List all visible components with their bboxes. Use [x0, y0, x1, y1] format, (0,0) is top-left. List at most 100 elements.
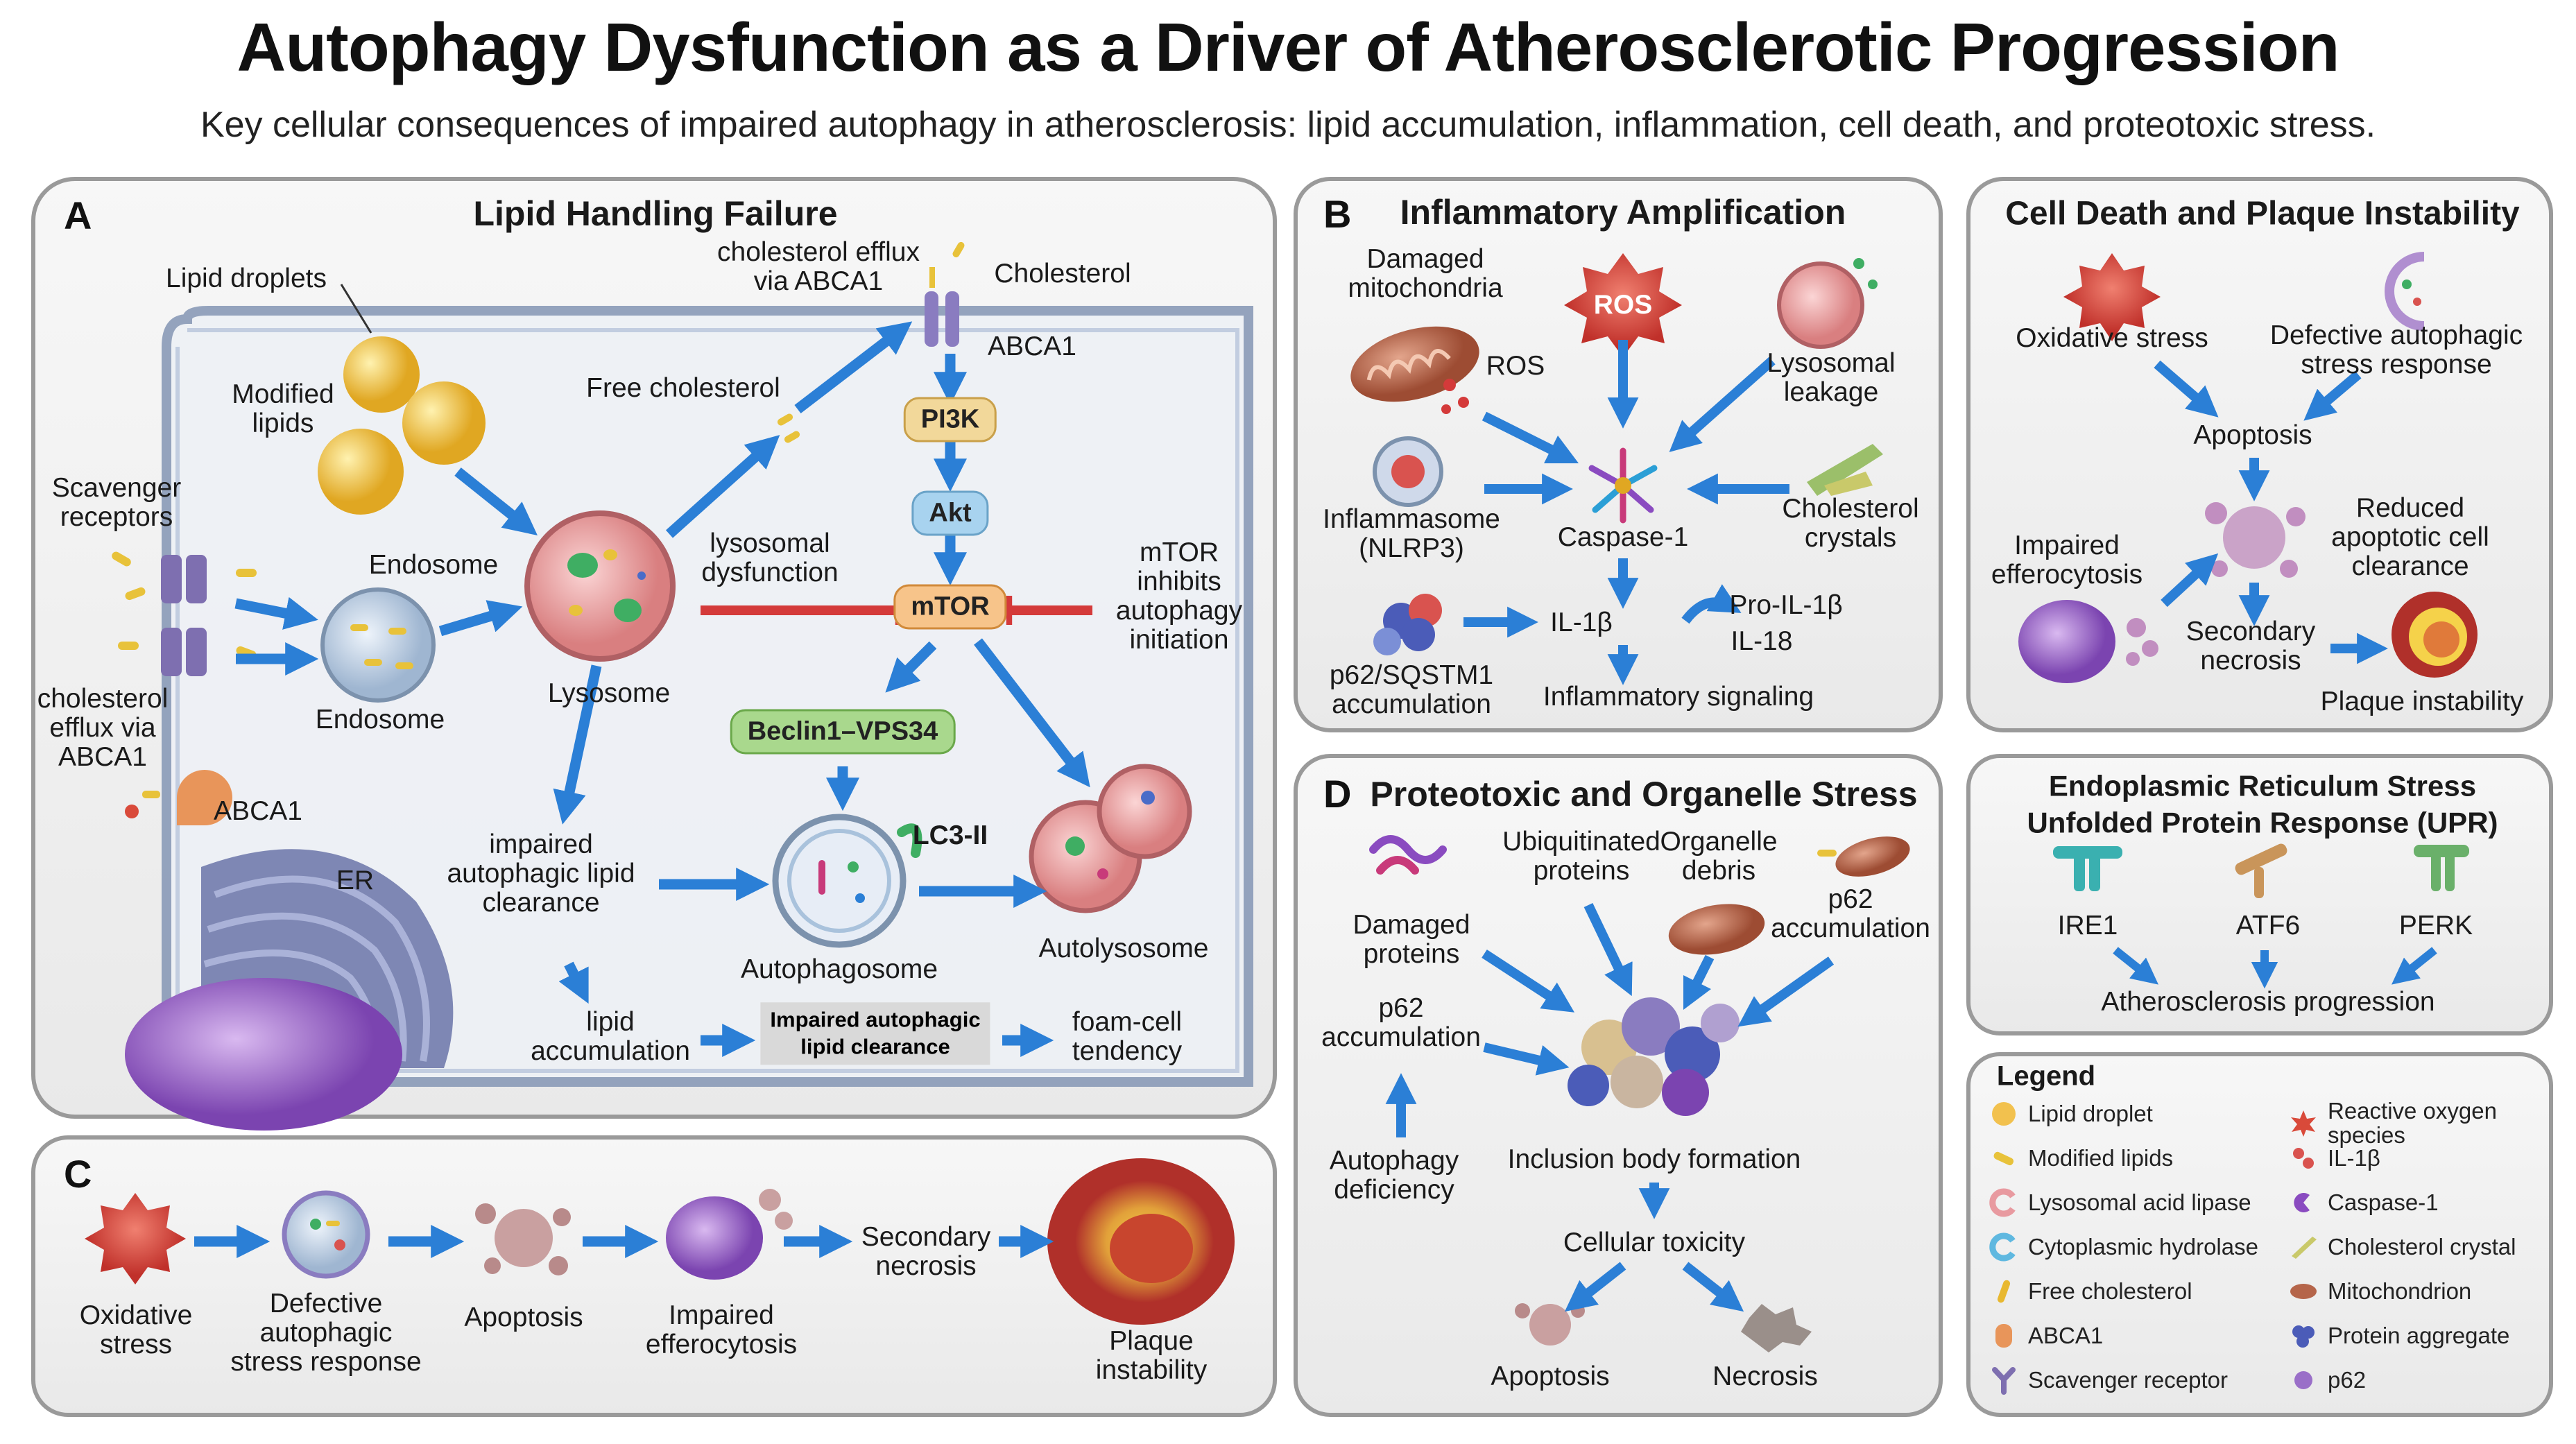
legend-item-label: Lysosomal acid lipase: [2028, 1189, 2251, 1215]
legend-item-mitochondrion: Mitochondrion: [2289, 1277, 2471, 1306]
label-inclusion: Inclusion body formation: [1507, 1144, 1801, 1174]
label-er: ER: [336, 865, 375, 895]
panel-er-heading: Endoplasmic Reticulum Stress Unfolded Pr…: [2027, 769, 2498, 839]
legend-item-label: Reactive oxygen species: [2328, 1098, 2497, 1148]
label-c-plaque-instability: Plaque instability: [1095, 1325, 1208, 1385]
label-c-defective: Defective autophagic stress response: [230, 1288, 422, 1377]
label-c-secondary-necrosis: Secondary necrosis: [861, 1221, 991, 1281]
label-free-cholesterol: Free cholesterol: [586, 372, 780, 403]
apoptotic-cell-icon: [2205, 502, 2305, 578]
protein-aggregate-icon: [2292, 1325, 2315, 1348]
legend-item-cholesterol-crystal: Cholesterol crystal: [2289, 1232, 2516, 1262]
legend-item-label: ABCA1: [2028, 1322, 2104, 1348]
label-d-apoptosis: Apoptosis: [1491, 1361, 1610, 1391]
label-lysosome: Lysosome: [547, 678, 671, 708]
scavenger-receptor-illustration: [161, 555, 207, 676]
legend-item-label: Protein aggregate: [2328, 1322, 2510, 1348]
label-caspase: Caspase-1: [1557, 522, 1689, 552]
legend-item-p62: p62: [2289, 1366, 2366, 1395]
label-cholesterol: Cholesterol: [994, 258, 1131, 289]
c-defective-autophagy-icon: [282, 1190, 370, 1279]
abca1-icon: [1995, 1324, 2012, 1348]
label-p62-left: p62 accumulation: [1321, 992, 1481, 1052]
defective-autophagy-icon: [2385, 252, 2425, 331]
label-c-apoptosis: Apoptosis: [464, 1302, 583, 1332]
autolysosome-illustration: [1029, 764, 1192, 913]
label-autophagosome: Autophagosome: [740, 954, 938, 984]
caspase-icon: [2294, 1193, 2310, 1212]
label-autophagy-deficiency: Autophagy deficiency: [1329, 1145, 1459, 1205]
label-p62: p62/SQSTM1 accumulation: [1329, 660, 1494, 719]
label-ubiquitinated: Ubiquitinated proteins: [1502, 826, 1660, 886]
inflammasome-illustration: [1373, 436, 1443, 507]
label-il18: IL-18: [1731, 626, 1793, 656]
panel-d-heading: Proteotoxic and Organelle Stress: [1370, 775, 1918, 814]
legend-item-free-cholesterol: Free cholesterol: [1989, 1277, 2192, 1306]
label-il1b: IL-1β: [1550, 607, 1613, 637]
panel-er-arrows: [2113, 947, 2437, 989]
legend-item-label: Modified lipids: [2028, 1144, 2174, 1171]
label-perk: PERK: [2398, 910, 2473, 940]
panel-d-arrows: [1385, 902, 1835, 1312]
d-necrosis-icon: [1741, 1304, 1812, 1352]
legend-item-label: Cholesterol crystal: [2328, 1233, 2516, 1260]
cholesterol-crystal-illustration: [1807, 444, 1883, 496]
label-d-necrosis: Necrosis: [1712, 1361, 1818, 1391]
label-atf6: ATF6: [2235, 910, 2301, 940]
label-modified-lipids: Modified lipids: [232, 379, 334, 438]
autophagosome-illustration: [772, 814, 922, 948]
oxidative-stress-icon: [2063, 253, 2161, 341]
label-inflammatory-signaling: Inflammatory signaling: [1543, 681, 1814, 712]
label-cd-secondary-necrosis: Secondary necrosis: [2186, 616, 2316, 676]
panel-c-letter: C: [64, 1152, 92, 1196]
label-endosome-top: Endosome: [368, 549, 499, 580]
endosome-illustration: [320, 587, 436, 703]
label-progression: Atherosclerosis progression: [2101, 986, 2435, 1017]
panel-a-arrows: [234, 321, 1090, 1058]
chip-mtor: mTOR: [893, 584, 1007, 630]
panel-cell-death-arrows: [2154, 360, 2388, 664]
legend-item-label: Lipid droplet: [2028, 1100, 2153, 1126]
cholesterol-crystal-icon: [2292, 1237, 2317, 1259]
label-lysosomal-dysfunction: lysosomal dysfunction: [701, 528, 839, 587]
label-cd-reduced-clearance: Reduced apoptotic cell clearance: [2331, 492, 2489, 582]
label-ire1: IRE1: [2057, 910, 2118, 940]
lysosomal-acid-lipase-icon: [1989, 1188, 2016, 1217]
cytoplasmic-hydrolase-icon: [1989, 1232, 2016, 1262]
legend-heading: Legend: [1996, 1060, 2096, 1092]
c-apoptosis-icon: [475, 1203, 571, 1275]
lipid-droplet-icon: [1992, 1102, 2016, 1126]
free-cholesterol-particles: [777, 241, 965, 443]
lysosomal-leakage-illustration: [1777, 258, 1878, 349]
panel-d-letter: D: [1323, 772, 1352, 816]
panel-b-heading: Inflammatory Amplification: [1400, 193, 1846, 232]
label-pro-il1b: Pro-IL-1β: [1729, 590, 1843, 620]
er-nucleus-illustration: [125, 849, 454, 1131]
lysosome-illustration: [524, 510, 676, 662]
atf6-icon: [2235, 843, 2287, 898]
label-c-efferocytosis: Impaired efferocytosis: [645, 1300, 798, 1359]
label-efflux-left: cholesterol efflux via ABCA1: [37, 683, 169, 773]
free-cholesterol-icon: [1997, 1280, 2011, 1303]
legend-item-label: IL-1β: [2328, 1144, 2380, 1171]
label-lysosomal-leakage: Lysosomal leakage: [1767, 347, 1896, 407]
damaged-proteins-icon: [1369, 835, 1447, 875]
label-mtor-inhibits: mTOR inhibits autophagy initiation: [1115, 537, 1243, 655]
label-c-oxidative-stress: Oxidative stress: [79, 1300, 193, 1359]
legend-item-scavenger-receptor: Scavenger receptor: [1989, 1366, 2228, 1395]
label-p62-right: p62 accumulation: [1771, 884, 1930, 943]
il1b-icon: [2293, 1148, 2314, 1169]
scavenger-receptor-icon: [1992, 1367, 2016, 1395]
label-autolysosome: Autolysosome: [1038, 933, 1209, 963]
p62-aggregate-illustration: [1373, 594, 1442, 655]
legend-item-label: Caspase-1: [2328, 1189, 2439, 1215]
label-cd-oxidative-stress: Oxidative stress: [2016, 323, 2208, 353]
legend-item-label: p62: [2328, 1366, 2367, 1393]
legend-item-abca1: ABCA1: [1989, 1321, 2103, 1350]
macrophage-icon: [2018, 600, 2158, 683]
label-organelle-debris: Organelle debris: [1660, 826, 1778, 886]
modified-lipid-particles: [112, 551, 257, 660]
note-impaired-clearance: Impaired autophagic lipid clearance: [760, 1002, 990, 1065]
legend-item-caspase: Caspase-1: [2289, 1188, 2439, 1217]
modified-lipid-icon: [1993, 1151, 2014, 1166]
